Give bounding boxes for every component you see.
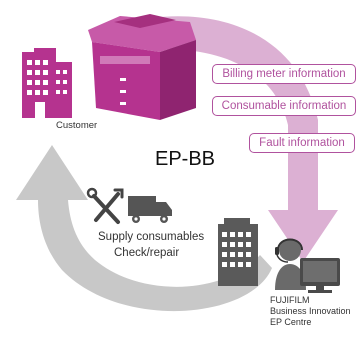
truck-icon	[128, 196, 172, 223]
info-box-fault: Fault information	[249, 133, 355, 153]
info-box-consumable: Consumable information	[212, 96, 356, 116]
centre-line-fujifilm: FUJIFILM	[270, 295, 310, 305]
diagram-title: EP-BB	[155, 148, 216, 170]
operator-headset-icon	[275, 238, 306, 290]
info-box-billing-meter: Billing meter information	[212, 64, 356, 84]
customer-label: Customer	[56, 120, 98, 131]
service-line-supply: Supply consumables	[98, 231, 205, 243]
centre-line-business-innovation: Business Innovation	[270, 306, 351, 316]
centre-line-ep-centre: EP Centre	[270, 317, 312, 327]
office-building-icon	[218, 218, 258, 286]
tools-icon	[86, 187, 124, 224]
building-icon	[22, 48, 72, 118]
service-line-repair: Check/repair	[114, 247, 180, 259]
monitor-icon	[300, 258, 340, 293]
printer-icon	[88, 14, 196, 120]
service-flow-arrow	[16, 145, 272, 312]
